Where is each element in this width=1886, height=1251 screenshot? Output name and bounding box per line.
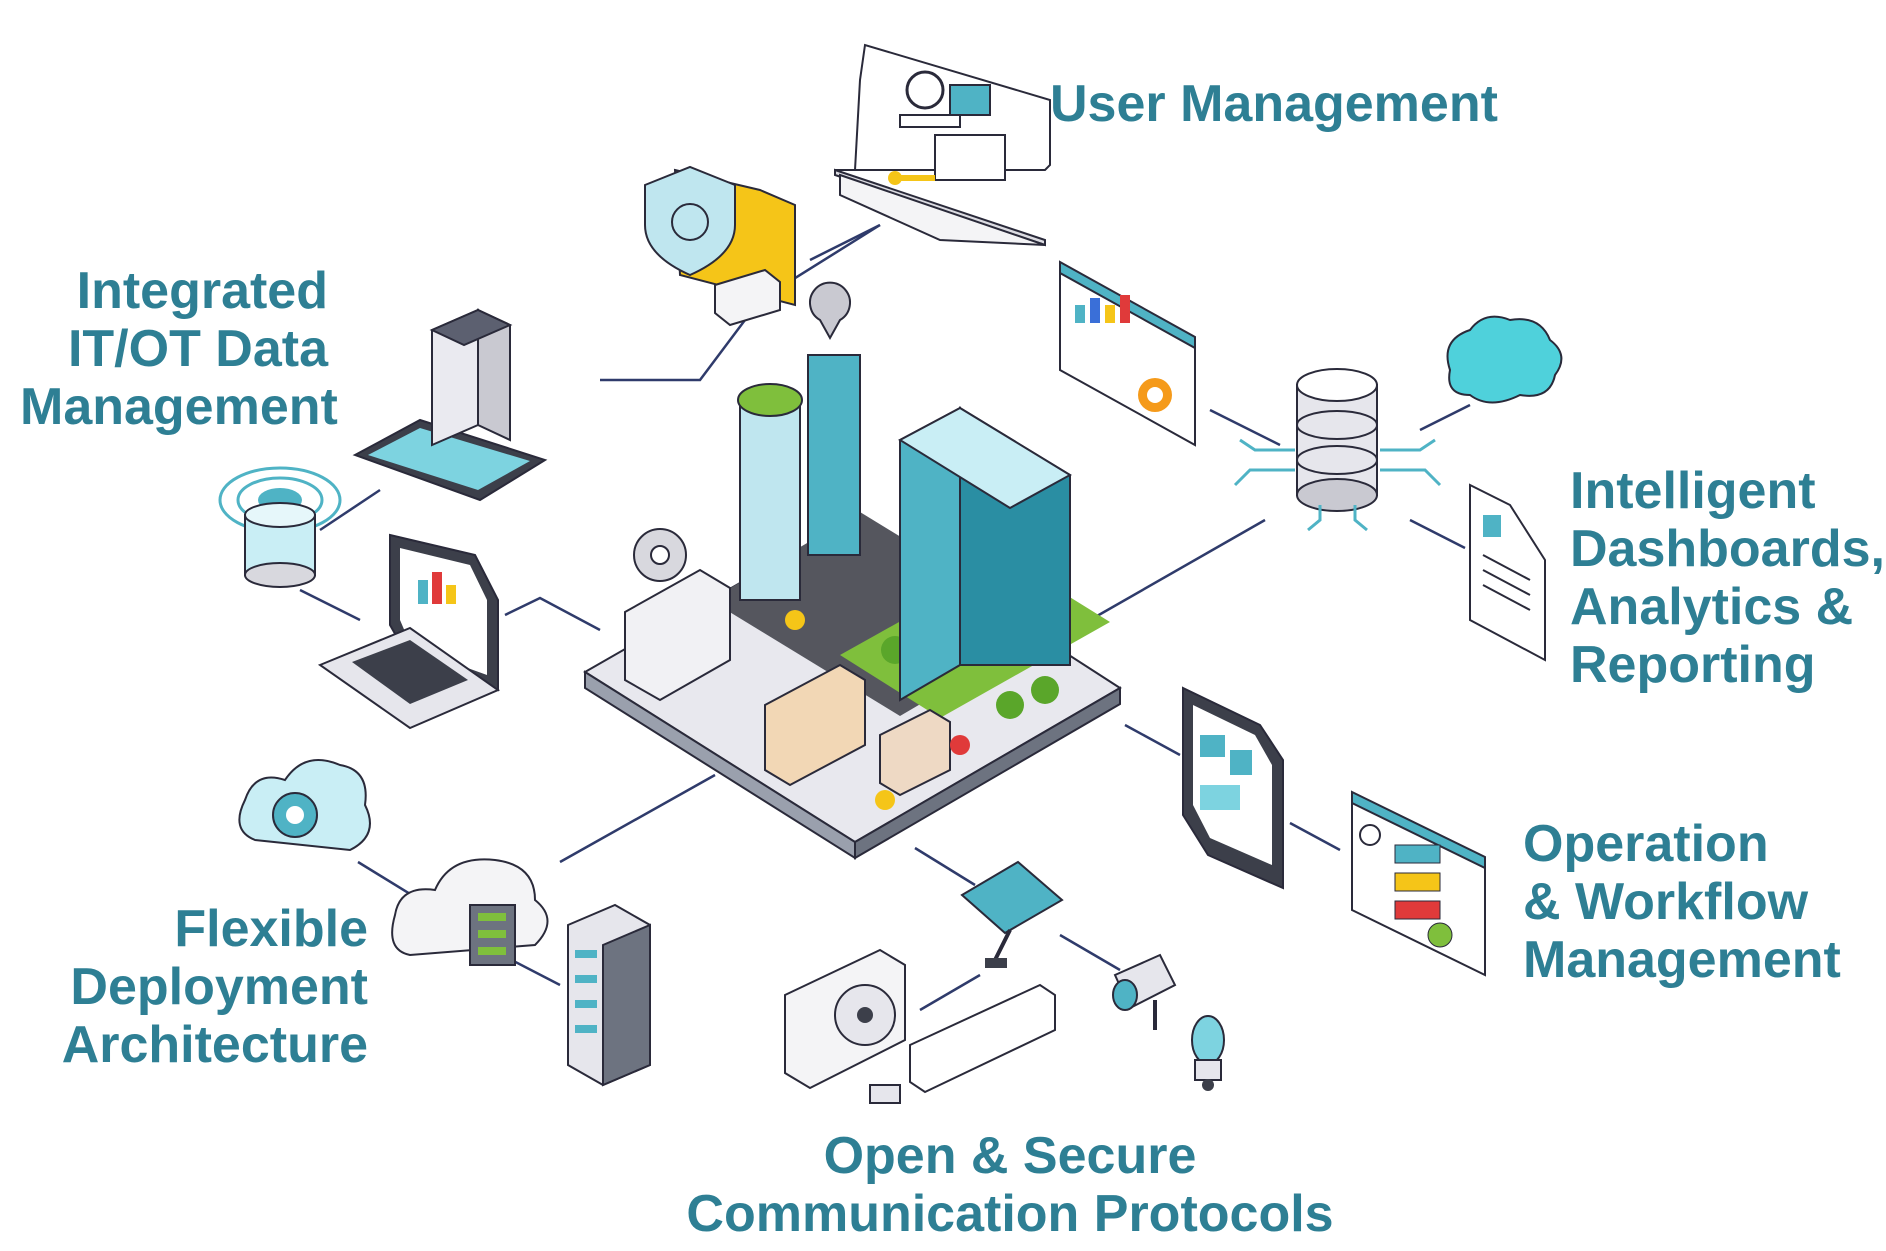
label-line: Operation xyxy=(1523,815,1769,873)
label-line: Management xyxy=(1523,931,1841,989)
connector-deployment xyxy=(559,773,716,864)
connector-ac xyxy=(919,973,981,1012)
solar-panel-icon xyxy=(960,860,1064,968)
connector-tablet xyxy=(1124,723,1181,757)
label-line: IT/OT Data xyxy=(67,320,328,378)
connector-user-management xyxy=(600,223,881,382)
connector-document xyxy=(1409,518,1466,550)
label-dashboards: Intelligent Dashboards, Analytics & Repo… xyxy=(1570,462,1885,694)
label-line: & Workflow xyxy=(1523,873,1809,931)
label-line: Integrated xyxy=(76,262,328,320)
connector-lines xyxy=(299,223,1471,1012)
connector-protocols xyxy=(914,846,976,887)
connector-database xyxy=(1089,518,1266,622)
label-line: Dashboards, xyxy=(1570,520,1885,578)
label-workflow: Operation & Workflow Management xyxy=(1523,815,1841,989)
iot-sensor-icon xyxy=(218,466,342,588)
connector-brain xyxy=(1419,403,1471,432)
document-icon xyxy=(1469,483,1546,662)
office-building-tablet-icon xyxy=(352,308,548,502)
connector-workflow xyxy=(1289,821,1341,852)
label-line: Open & Secure xyxy=(823,1127,1197,1185)
label-user-management: User Management xyxy=(1050,75,1498,133)
label-line: Management xyxy=(20,378,338,436)
label-line: Reporting xyxy=(1570,636,1816,694)
air-conditioner-icon xyxy=(784,948,1056,1104)
label-line: Intelligent xyxy=(1570,462,1816,520)
laptop-dashboard-icon xyxy=(317,533,501,730)
login-screen-icon xyxy=(834,43,1051,247)
connector-report xyxy=(1209,408,1281,447)
label-line: Communication Protocols xyxy=(686,1185,1334,1243)
server-rack-icon xyxy=(567,903,651,1087)
connector-tablet-building xyxy=(319,488,381,532)
brain-icon xyxy=(1446,315,1563,404)
label-line: Architecture xyxy=(61,1016,368,1074)
label-line: User Management xyxy=(1050,75,1498,133)
cloud-gear-icon xyxy=(238,759,371,852)
connector-cloud-gear xyxy=(357,860,416,899)
database-server-icon xyxy=(1233,368,1442,532)
connector-camera xyxy=(1059,933,1121,972)
connector-sensor xyxy=(299,588,361,622)
label-deployment: Flexible Deployment Architecture xyxy=(40,900,368,1074)
report-dashboard-icon xyxy=(1059,260,1196,447)
tablet-icon xyxy=(1182,686,1284,890)
label-data-management: Integrated IT/OT Data Management xyxy=(20,262,338,436)
cloud-server-icon xyxy=(391,858,549,966)
connector-laptop xyxy=(504,596,601,632)
workflow-board-icon xyxy=(1351,790,1486,977)
label-line: Flexible xyxy=(174,900,368,958)
smart-bulb-icon xyxy=(1191,1015,1225,1091)
smart-city-icon xyxy=(583,281,1122,860)
connector-folder xyxy=(809,223,881,262)
label-line: Deployment xyxy=(70,958,368,1016)
label-line: Analytics & xyxy=(1570,578,1854,636)
secure-folder-icon xyxy=(644,165,796,327)
label-protocols: Open & Secure Communication Protocols xyxy=(640,1127,1380,1243)
security-camera-icon xyxy=(1112,953,1177,1030)
